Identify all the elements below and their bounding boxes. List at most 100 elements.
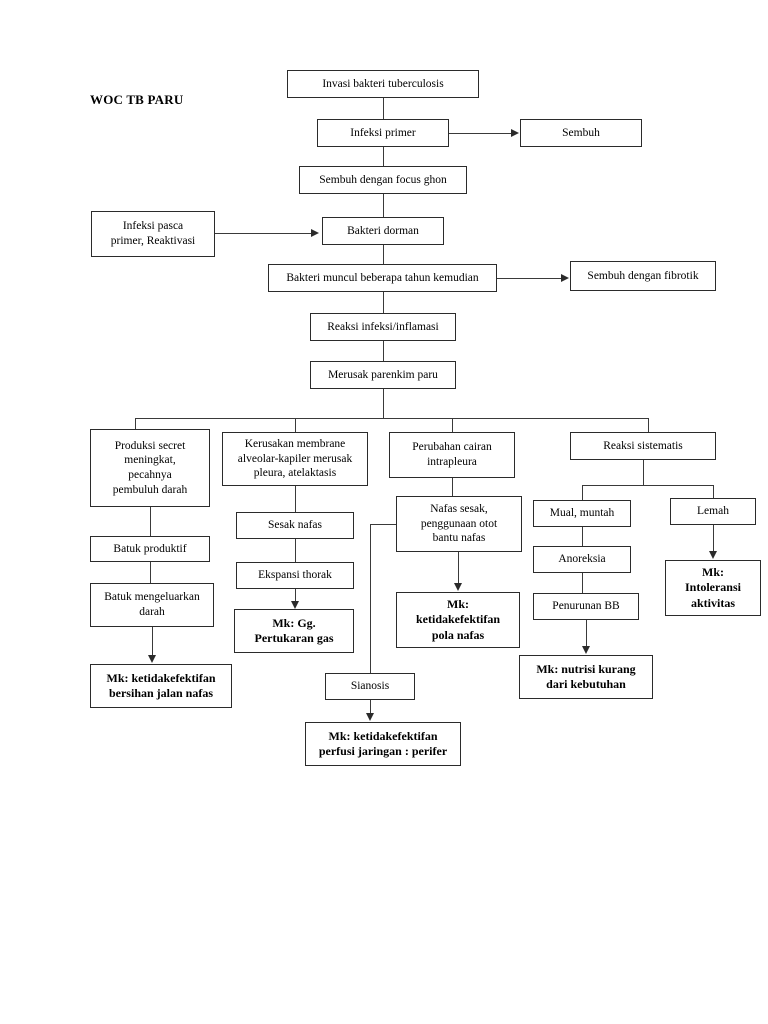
- node-produksi-secret-meningkat[interactable]: Produksi secret meningkat, pecahnya pemb…: [90, 429, 210, 507]
- arrow-to-mk-pertukaran-gas: [290, 601, 299, 609]
- connector-nafas-sesak-to-mk-pola-nafas: [458, 552, 459, 584]
- node-label: Infeksi pasca primer, Reaktivasi: [110, 220, 196, 247]
- node-perubahan-cairan-intrapleura[interactable]: Perubahan cairan intrapleura: [389, 432, 515, 478]
- node-label: Batuk mengeluarkan darah: [104, 591, 200, 618]
- node-label: Merusak parenkim paru: [328, 368, 438, 381]
- connector-sianosis-to-mk-perfusi: [370, 700, 371, 716]
- node-batuk-mengeluarkan-darah[interactable]: Batuk mengeluarkan darah: [90, 583, 214, 627]
- node-sesak-nafas[interactable]: Sesak nafas: [236, 512, 354, 539]
- connector-perubahan-cairan-to-nafas-sesak: [452, 478, 453, 496]
- connector-nafas-sesak-to-sianosis-horizontal: [370, 524, 397, 525]
- node-sembuh-dengan-fibrotik[interactable]: Sembuh dengan fibrotik: [570, 261, 716, 291]
- node-reaksi-infeksi-inflamasi[interactable]: Reaksi infeksi/inflamasi: [310, 313, 456, 341]
- connector-infeksi-pasca-to-bakteri-dorman: [215, 233, 312, 234]
- arrow-to-fibrotik: [561, 273, 569, 282]
- node-label: Mk: Gg. Pertukaran gas: [254, 615, 334, 645]
- node-mk-gangguan-pertukaran-gas[interactable]: Mk: Gg. Pertukaran gas: [234, 609, 354, 653]
- connector-batuk-darah-to-mk-bersihan: [152, 627, 153, 656]
- connector-infeksi-primer-to-sembuh: [449, 133, 512, 134]
- arrow-to-mk-intoleransi: [708, 551, 717, 559]
- node-reaksi-sistematis[interactable]: Reaksi sistematis: [570, 432, 716, 460]
- arrow-to-sembuh: [511, 128, 519, 137]
- node-label: Kerusakan membrane alveolar-kapiler meru…: [237, 437, 353, 480]
- node-label: Sianosis: [350, 680, 390, 693]
- connector-bus-drop-perubahan-cairan: [452, 418, 453, 432]
- node-merusak-parenkim-paru[interactable]: Merusak parenkim paru: [310, 361, 456, 389]
- node-label: Bakteri dorman: [347, 224, 419, 237]
- node-sembuh-dengan-focus-ghon[interactable]: Sembuh dengan focus ghon: [299, 166, 467, 194]
- page-title: WOC TB PARU: [90, 92, 184, 107]
- arrow-to-mk-bersihan: [147, 655, 156, 663]
- node-label: Mk: nutrisi kurang dari kebutuhan: [536, 661, 636, 691]
- node-label: Mual, muntah: [549, 507, 615, 520]
- node-lemah[interactable]: Lemah: [670, 498, 756, 525]
- node-label: Lemah: [697, 505, 729, 518]
- node-kerusakan-membrane-alveolar-kapiler[interactable]: Kerusakan membrane alveolar-kapiler meru…: [222, 432, 368, 486]
- node-label: Penurunan BB: [552, 600, 620, 613]
- node-label: Anoreksia: [558, 553, 606, 566]
- node-sianosis[interactable]: Sianosis: [325, 673, 415, 700]
- arrow-to-mk-nutrisi: [581, 646, 590, 654]
- node-label: Mk: ketidakefektifan perfusi jaringan : …: [318, 728, 448, 758]
- node-label: Ekspansi thorak: [258, 569, 332, 582]
- connector-mual-muntah-to-anoreksia: [582, 527, 583, 546]
- connector-sesak-nafas-to-ekspansi-thorak: [295, 539, 296, 562]
- node-label: Sembuh dengan focus ghon: [319, 173, 447, 186]
- connector-bus-drop-produksi-secret: [135, 418, 136, 429]
- node-mk-ketidakefektifan-perfusi-jaringan-perifer[interactable]: Mk: ketidakefektifan perfusi jaringan : …: [305, 722, 461, 766]
- node-label: Mk: ketidakefektifan bersihan jalan nafa…: [106, 670, 216, 700]
- arrow-to-bakteri-dorman: [311, 228, 319, 237]
- node-penurunan-bb[interactable]: Penurunan BB: [533, 593, 639, 620]
- node-label: Reaksi sistematis: [603, 439, 683, 452]
- node-sembuh[interactable]: Sembuh: [520, 119, 642, 147]
- node-label: Sembuh: [562, 126, 600, 139]
- node-infeksi-primer[interactable]: Infeksi primer: [317, 119, 449, 147]
- node-label: Bakteri muncul beberapa tahun kemudian: [286, 271, 479, 284]
- connector-kerusakan-membrane-to-sesak-nafas: [295, 486, 296, 512]
- node-mk-ketidakefektifan-bersihan-jalan-nafas[interactable]: Mk: ketidakefektifan bersihan jalan nafa…: [90, 664, 232, 708]
- node-label: Mk: Intoleransi aktivitas: [684, 564, 741, 610]
- node-label: Sesak nafas: [268, 519, 322, 532]
- node-label: Mk: ketidakefektifan pola nafas: [416, 596, 500, 642]
- node-bakteri-muncul-beberapa-tahun-kemudian[interactable]: Bakteri muncul beberapa tahun kemudian: [268, 264, 497, 292]
- connector-batuk-produktif-to-batuk-darah: [150, 562, 151, 583]
- connector-produksi-secret-to-batuk-produktif: [150, 507, 151, 536]
- connector-lemah-to-mk-intoleransi: [713, 525, 714, 552]
- node-label: Reaksi infeksi/inflamasi: [327, 320, 439, 333]
- node-invasi-bakteri-tuberculosis[interactable]: Invasi bakteri tuberculosis: [287, 70, 479, 98]
- connector-nafas-sesak-to-sianosis-vertical: [370, 524, 371, 673]
- connector-bus-drop-kerusakan-membrane: [295, 418, 296, 432]
- node-label: Perubahan cairan intrapleura: [412, 441, 492, 468]
- connector-penurunan-bb-to-mk-nutrisi: [586, 620, 587, 647]
- connector-invasi-to-infeksi-primer: [383, 98, 384, 119]
- node-label: Sembuh dengan fibrotik: [587, 269, 699, 282]
- node-nafas-sesak-penggunaan-otot-bantu-nafas[interactable]: Nafas sesak, penggunaan otot bantu nafas: [396, 496, 522, 552]
- connector-reaksi-sistematis-bus: [582, 485, 713, 486]
- node-infeksi-pasca-primer-reaktivasi[interactable]: Infeksi pasca primer, Reaktivasi: [91, 211, 215, 257]
- node-mual-muntah[interactable]: Mual, muntah: [533, 500, 631, 527]
- node-batuk-produktif[interactable]: Batuk produktif: [90, 536, 210, 562]
- connector-main-branch-bus: [135, 418, 648, 419]
- node-mk-ketidakefektifan-pola-nafas[interactable]: Mk: ketidakefektifan pola nafas: [396, 592, 520, 648]
- arrow-to-mk-pola-nafas: [453, 583, 462, 591]
- node-label: Invasi bakteri tuberculosis: [322, 77, 444, 90]
- connector-bakteri-muncul-to-fibrotik: [497, 278, 562, 279]
- node-label: Nafas sesak, penggunaan otot bantu nafas: [420, 502, 498, 545]
- connector-focus-ghon-to-bakteri-dorman: [383, 194, 384, 217]
- node-mk-intoleransi-aktivitas[interactable]: Mk: Intoleransi aktivitas: [665, 560, 761, 616]
- node-label: Produksi secret meningkat, pecahnya pemb…: [112, 439, 188, 496]
- node-mk-nutrisi-kurang-dari-kebutuhan[interactable]: Mk: nutrisi kurang dari kebutuhan: [519, 655, 653, 699]
- arrow-to-mk-perfusi: [365, 713, 374, 721]
- connector-ekspansi-thorak-to-mk-pertukaran-gas: [295, 589, 296, 603]
- node-anoreksia[interactable]: Anoreksia: [533, 546, 631, 573]
- node-ekspansi-thorak[interactable]: Ekspansi thorak: [236, 562, 354, 589]
- connector-anoreksia-to-penurunan-bb: [582, 573, 583, 593]
- connector-bus-drop-reaksi-sistematis: [648, 418, 649, 432]
- connector-bakteri-dorman-to-bakteri-muncul: [383, 245, 384, 264]
- connector-reaksi-sistematis-stem: [643, 460, 644, 485]
- connector-merusak-parenkim-stem: [383, 389, 384, 418]
- connector-reaksi-infeksi-to-merusak-parenkim: [383, 341, 384, 361]
- node-bakteri-dorman[interactable]: Bakteri dorman: [322, 217, 444, 245]
- connector-bus-drop-lemah: [713, 485, 714, 498]
